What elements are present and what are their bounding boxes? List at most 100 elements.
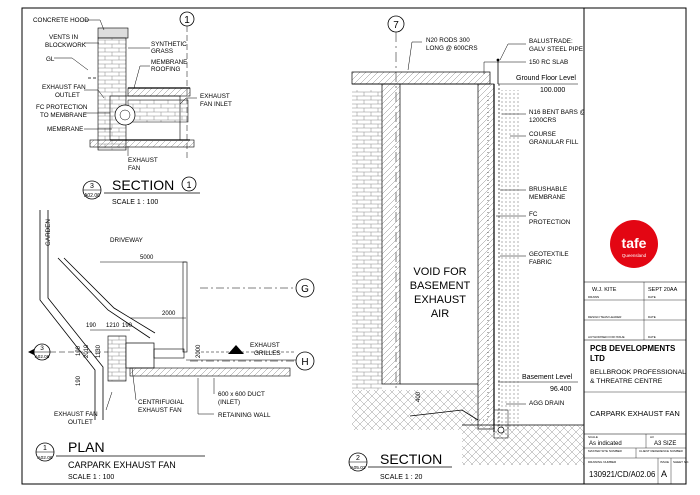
label-duct-1: 600 x 600 DUCT xyxy=(218,391,265,398)
tafe-logo xyxy=(610,220,658,268)
label-n16-2: 1200CRS xyxy=(529,117,556,124)
label-membrane: MEMBRANE xyxy=(47,126,83,133)
label-fc-2: PROTECTION xyxy=(529,219,571,226)
label-brushable-2: MEMBRANE xyxy=(529,194,565,201)
label-geotextile-2: FABRIC xyxy=(529,259,552,266)
label-n20-2: LONG @ 600CRS xyxy=(426,45,478,52)
company-line-1: PCB DEVELOPMENTS xyxy=(590,344,676,353)
gfl-label: Ground Floor Level xyxy=(516,75,576,82)
label-exhaust-inlet-1: EXHAUST xyxy=(200,93,230,100)
drawing-number: 130921/CD/A02.06 xyxy=(589,470,655,479)
void-line-4: AIR xyxy=(431,308,449,320)
plan-scale: SCALE 1 : 100 xyxy=(68,474,114,481)
size-value: A3 SIZE xyxy=(654,441,676,447)
label-fc-1: FC xyxy=(529,211,538,218)
dim-400: 400 xyxy=(416,391,422,402)
label-vents-2: BLOCKWORK xyxy=(45,42,87,49)
dim-1210: 1210 xyxy=(106,323,120,329)
date-label-3: DATE xyxy=(648,335,656,339)
label-grilles-1: EXHAUST xyxy=(250,342,280,349)
drawn-name: W.J. KITE xyxy=(592,287,617,293)
project-line-1: BELLBROOK PROFESSIONAL xyxy=(590,369,686,376)
label-retaining-wall: RETAINING WALL xyxy=(218,412,271,419)
date-label-2: DATE xyxy=(648,315,656,319)
label-geotextile-1: GEOTEXTILE xyxy=(529,251,569,258)
company-line-2: LTD xyxy=(590,354,605,363)
drawn-date: SEPT 20AA xyxy=(648,287,678,293)
label-synthetic-1: SYNTHETIC xyxy=(151,41,187,48)
label-exhaust-fan-1: EXHAUST xyxy=(128,157,158,164)
label-course-2: GRANULAR FILL xyxy=(529,139,579,146)
grid-label-g: G xyxy=(301,284,309,295)
issue-value: A xyxy=(661,469,667,479)
label-n20-1: N20 RODS 300 xyxy=(426,37,470,44)
bl-value: 96.400 xyxy=(550,386,572,393)
section-2-title-number: 2 xyxy=(356,455,360,462)
bl-label: Basement Level xyxy=(522,374,573,381)
label-balustrade-2: GALV STEEL PIPE xyxy=(529,46,583,53)
label-slab: 150 RC SLAB xyxy=(529,59,568,66)
label-plan-outlet-2: OUTLET xyxy=(68,419,93,426)
label-agg-drain: AGG DRAIN xyxy=(529,400,565,407)
label-fc-protection-1: FC PROTECTION xyxy=(36,104,88,111)
label-n16-1: N16 BENT BARS @ xyxy=(529,109,586,116)
sheet-no-label: SHEET NO. xyxy=(673,460,689,464)
label-fc-protection-2: TO MEMBRANE xyxy=(40,112,87,119)
dim-190d: 190 xyxy=(76,375,82,386)
grid-label-7: 7 xyxy=(393,20,399,31)
section-1-callout-number: 1 xyxy=(184,15,190,26)
void-line-1: VOID FOR xyxy=(413,266,466,278)
label-centrifugial-1: CENTRIFUGIAL xyxy=(138,399,185,406)
label-balustrade-1: BALUSTRADE: xyxy=(529,38,573,45)
label-brushable-1: BRUSHABLE xyxy=(529,186,567,193)
plan-title-number: 1 xyxy=(43,445,47,452)
label-plan-outlet-1: EXHAUST FAN xyxy=(54,411,98,418)
section-2-title-ref: A05.02 xyxy=(350,465,366,471)
void-line-2: BASEMENT xyxy=(410,280,471,292)
section-1-scale: SCALE 1 : 100 xyxy=(112,199,158,206)
master-site-label: MASTER SITE NUMBER xyxy=(588,449,623,453)
dim-1130: 1130 xyxy=(96,344,102,358)
dim-2010: 2010 xyxy=(84,344,90,358)
label-course-1: COURSE xyxy=(529,131,556,138)
dim-190b: 190 xyxy=(122,323,133,329)
label-exhaust-outlet-2: OUTLET xyxy=(55,92,80,99)
label-exhaust-outlet-1: EXHAUST FAN xyxy=(42,84,86,91)
size-label: A3 xyxy=(650,435,654,439)
dim-2000b: 2000 xyxy=(196,344,202,358)
dim-190a: 190 xyxy=(86,323,97,329)
date-label: DATE xyxy=(648,295,656,299)
section-1-detail: 1 CONCRETE HOOD VENTS IN B xyxy=(33,11,232,206)
label-exhaust-inlet-2: FAN INLET xyxy=(200,101,232,108)
section-3-ref: A02.06 xyxy=(35,354,50,359)
issue-label: ISSUE xyxy=(660,460,669,464)
label-concrete-hood: CONCRETE HOOD xyxy=(33,17,89,24)
label-vents-1: VENTS IN xyxy=(49,34,78,41)
section-1-sheet-ref: A02.06 xyxy=(84,193,100,199)
label-synthetic-2: GRASS xyxy=(151,48,173,55)
dim-5000: 5000 xyxy=(140,255,154,261)
label-membrane-roofing-1: MEMBRANE xyxy=(151,59,187,66)
section-2-detail: 7 VOID FOR BASEMENT EXHAUST AIR 400 xyxy=(348,15,586,481)
section-1-title: SECTION xyxy=(112,177,174,193)
plan-subtitle: CARPARK EXHAUST FAN xyxy=(68,460,176,470)
project-line-2: & THREATRE CENTRE xyxy=(590,378,663,385)
exhaust-grille-marker xyxy=(228,345,244,354)
plan-title-ref: A02.06 xyxy=(37,455,53,461)
plan-driveway-label: DRIVEWAY xyxy=(110,237,144,244)
scale-label: SCALE xyxy=(588,435,598,439)
grid-label-h: H xyxy=(301,357,308,368)
tafe-logo-text: tafe xyxy=(622,235,647,251)
drawn-label: DRAWN xyxy=(588,295,599,299)
label-gl: GL xyxy=(46,56,55,63)
plan-title: PLAN xyxy=(68,439,105,455)
drawing-no-label: DRAWING NUMBER xyxy=(588,460,617,464)
label-exhaust-fan-2: FAN xyxy=(128,165,141,172)
title-block: tafe Queensland W.J. KITE SEPT 20AA DRAW… xyxy=(583,7,689,485)
tafe-logo-sub: Queensland xyxy=(622,253,647,258)
label-membrane-roofing-2: ROOFING xyxy=(151,66,180,73)
scale-value: As indicated xyxy=(589,441,622,447)
grid-marker-h xyxy=(295,351,315,371)
section-2-title: SECTION xyxy=(380,451,442,467)
